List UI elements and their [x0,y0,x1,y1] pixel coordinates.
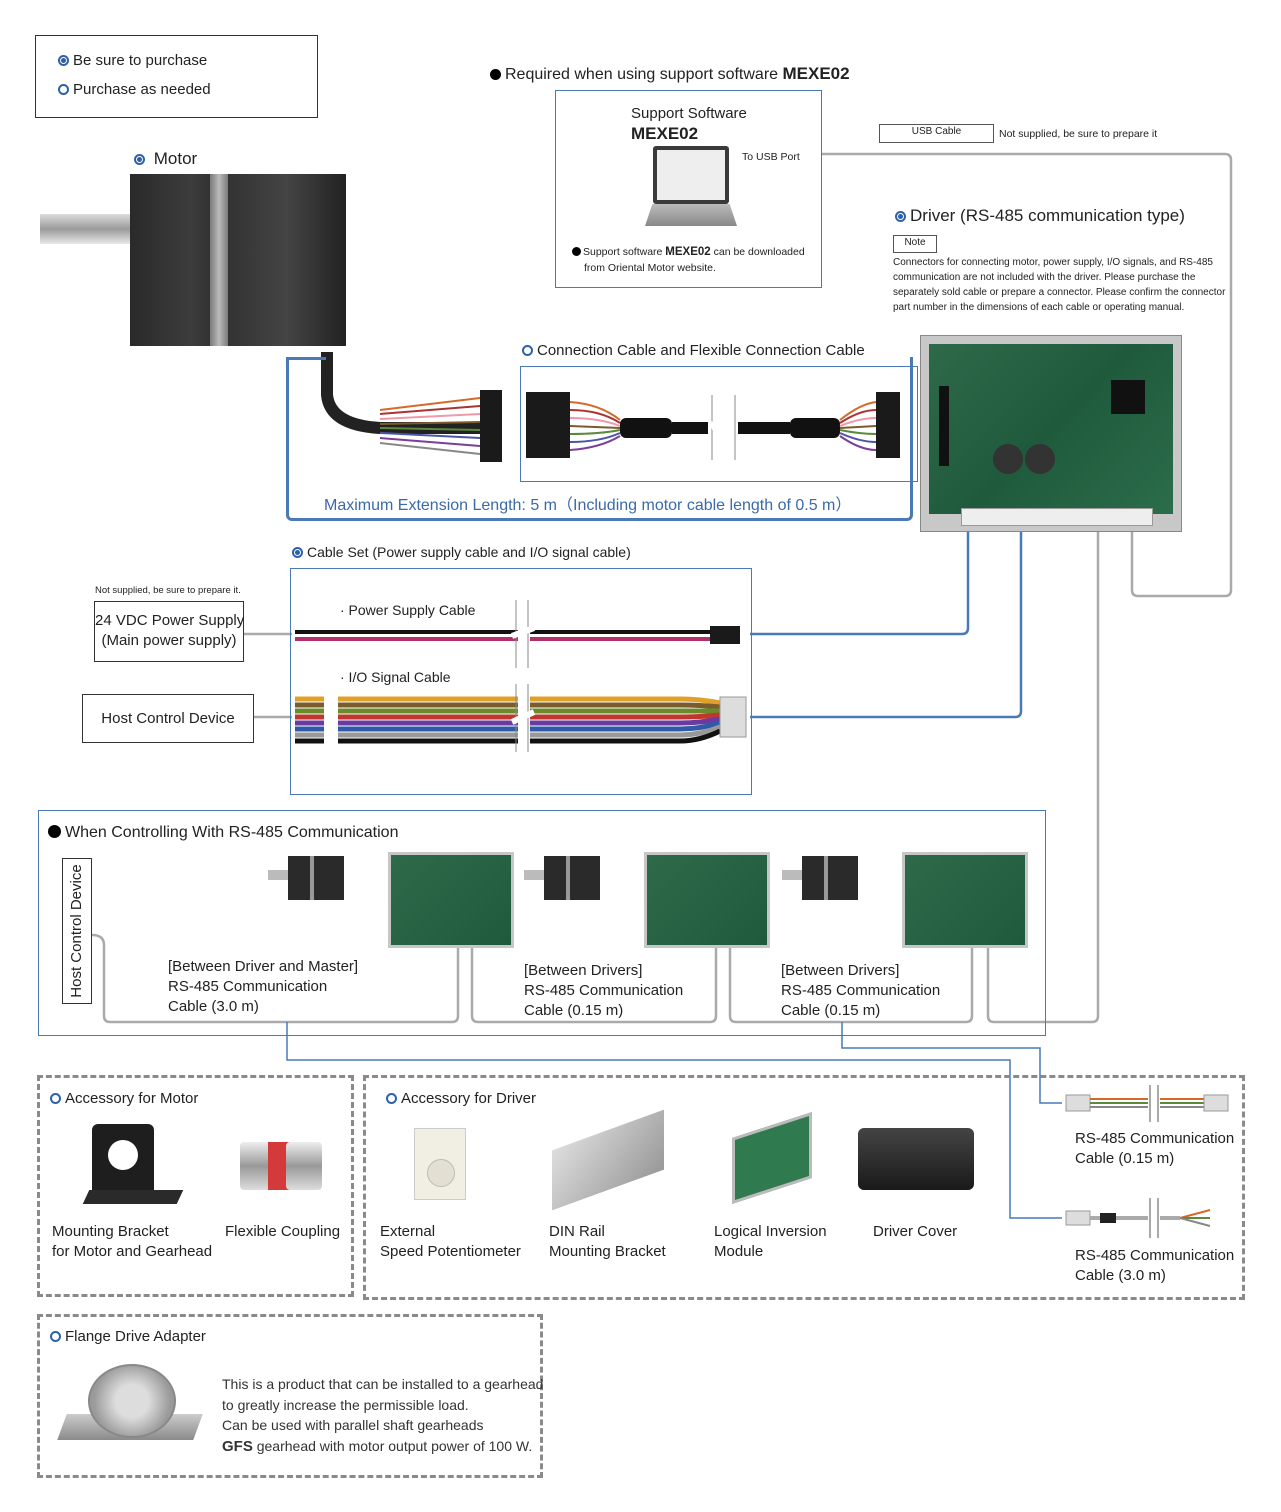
power-supply-box: 24 VDC Power Supply (Main power supply) [94,601,244,662]
rs485-short-cable-wires [1065,1085,1229,1122]
driver-chip [1111,380,1145,414]
rs485-section-box [38,810,1046,1036]
open-circle-icon [50,1093,61,1104]
flexible-coupling-label: Flexible Coupling [225,1223,341,1240]
motor-flange [210,174,228,346]
cable-set-box [290,568,752,795]
motor-label: Motor [134,148,197,170]
logical-inversion-label: Logical Inversion Module [714,1223,827,1260]
mounting-bracket-label: Mounting Bracket for Motor and Gearhead [52,1223,213,1260]
legend-as-needed: Purchase as needed [58,80,211,100]
bullet-icon [48,825,61,838]
din-rail-label: DIN Rail Mounting Bracket [549,1223,666,1260]
rs485-long-cable-label: RS-485 Communication Cable (3.0 m) [1075,1247,1235,1284]
mounting-bracket-image [82,1124,184,1214]
filled-circle-icon [895,211,906,222]
speed-potentiometer-image [414,1128,466,1200]
rs485-unit-2 [524,850,774,950]
usb-cable-note: Not supplied, be sure to prepare it [999,128,1158,140]
io-signal-cable-wires [295,684,747,752]
max-extension-bracket [286,357,913,521]
filled-circle-icon [134,154,145,165]
connection-cable-box [520,366,918,482]
max-extension-length: Maximum Extension Length: 5 m（Including … [324,497,852,514]
cable-set-title: Cable Set (Power supply cable and I/O si… [292,542,631,562]
motor-shaft [40,214,132,244]
flange-adapter-description: This is a product that can be installed … [222,1376,544,1455]
open-circle-icon [386,1093,397,1104]
laptop-icon [645,146,741,236]
connection-cable-wires [526,392,900,460]
bullet-icon [490,69,501,80]
rs485-heading: When Controlling With RS-485 Communicati… [48,822,398,843]
open-circle-icon [522,345,533,356]
filled-circle-icon [58,55,69,66]
driver-connector-bank [939,386,949,466]
connection-cable-title: Connection Cable and Flexible Connection… [522,341,865,361]
mexe-note: Support software MEXE02 can be downloade… [572,244,805,276]
host-control-device-vertical [62,858,92,1004]
legend-box [35,35,318,118]
accessory-driver-box [363,1075,1245,1300]
power-cable-label: · Power Supply Cable [340,602,476,618]
usb-cable-tag: USB Cable [879,124,994,143]
to-usb-port: To USB Port [742,151,800,163]
open-circle-icon [58,84,69,95]
rs485-cable-c-label: [Between Drivers] RS-485 Communication C… [781,962,941,1019]
flexible-coupling-image [240,1138,324,1194]
driver-pcb [929,344,1173,514]
power-supply-cable-wires [295,600,740,668]
flange-adapter-image [57,1356,203,1458]
driver-cover-label: Driver Cover [873,1223,958,1240]
speed-potentiometer-label: External Speed Potentiometer [380,1223,521,1260]
legend-purchase: Be sure to purchase [58,51,207,71]
accessory-motor-box [37,1075,354,1297]
mini-driver [644,852,770,948]
rs485-cable-b-label: [Between Drivers] RS-485 Communication C… [524,962,684,1019]
driver-cover-image [858,1128,974,1190]
mexe-box-title: Support Software MEXE02 [631,105,747,143]
motor-body-right [228,174,346,346]
mexe-heading: Required when using support software MEX… [490,63,850,85]
accessory-motor-title: Accessory for Motor [50,1089,198,1109]
rs485-short-cable-label: RS-485 Communication Cable (0.15 m) [1075,1130,1235,1167]
mini-motor [268,856,346,900]
driver-note-tag: Note [893,235,937,253]
io-cable-label: · I/O Signal Cable [340,669,451,685]
accessory-driver-title: Accessory for Driver [386,1089,536,1109]
driver-note-text: Connectors for connecting motor, power s… [893,257,1226,313]
bullet-icon [572,247,581,256]
open-circle-icon [50,1331,61,1342]
driver-bottom-connectors [961,508,1153,526]
host-control-device-vertical-label: Host Control Device [68,864,85,998]
filled-circle-icon [292,547,303,558]
flange-adapter-box [37,1314,543,1478]
rs485-unit-1 [268,850,518,950]
motor-cable-bundle [321,352,481,455]
motor-image [40,172,350,352]
host-control-device-box: Host Control Device [82,694,254,743]
mini-driver [388,852,514,948]
mini-driver [902,852,1028,948]
rs485-unit-3 [782,850,1032,950]
mexe-box [555,90,822,288]
max-extension-bracket-left [286,357,326,360]
driver-title: Driver (RS-485 communication type) [895,205,1185,227]
flange-adapter-title: Flange Drive Adapter [50,1327,206,1347]
mini-motor [782,856,860,900]
driver-capacitor-2 [1025,444,1055,474]
rs485-cable-a-label: [Between Driver and Master] RS-485 Commu… [168,958,359,1015]
driver-capacitor-1 [993,444,1023,474]
mini-motor [524,856,602,900]
power-supply-note: Not supplied, be sure to prepare it. [95,585,241,596]
driver-board-image [920,335,1182,532]
rs485-long-cable-wires [1065,1198,1211,1238]
